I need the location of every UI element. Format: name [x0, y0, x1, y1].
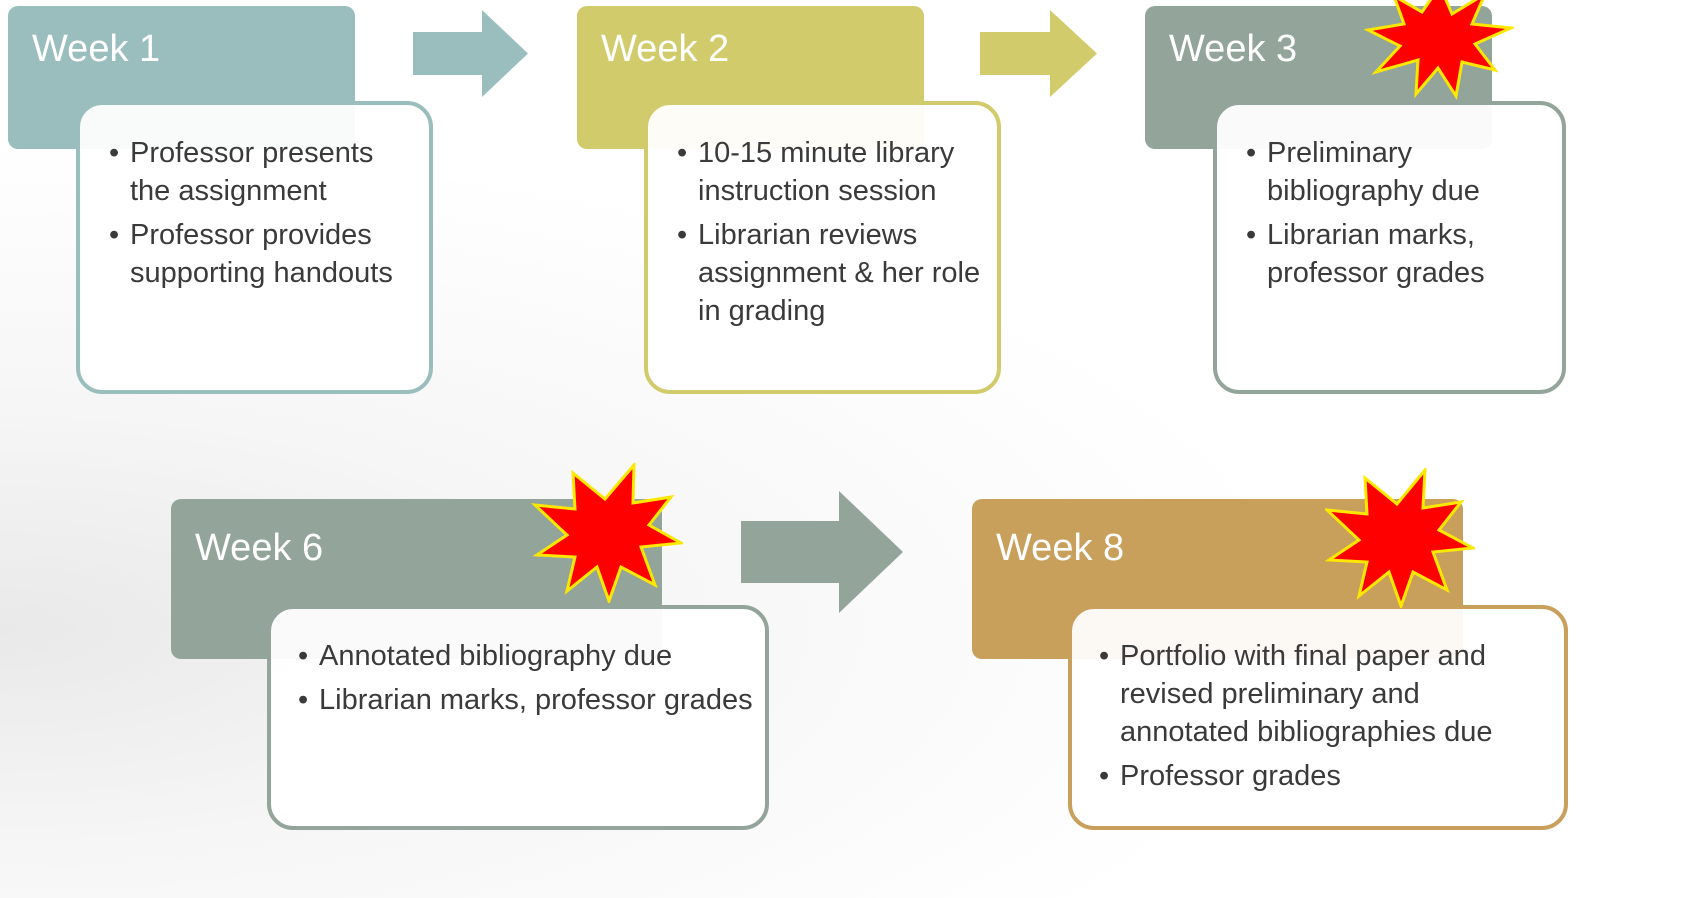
stage-title: Week 1 [32, 28, 161, 70]
list-item: •Librarian marks, professor grades [1246, 219, 1485, 289]
stage-week-1-details: •Professor presents the assignment •Prof… [76, 101, 433, 394]
starburst-icon [1364, 0, 1514, 100]
right-arrow-icon [980, 10, 1097, 97]
bullet-list: •Portfolio with final paper and revised … [1099, 637, 1556, 795]
bullet-list: •Professor presents the assignment •Prof… [109, 134, 415, 292]
right-arrow-icon [413, 10, 528, 97]
bullet-list: •Annotated bibliography due •Librarian m… [298, 637, 755, 719]
list-item: •Professor provides supporting handouts [109, 219, 393, 289]
stage-week-6-details: •Annotated bibliography due •Librarian m… [267, 605, 769, 830]
list-item: •Librarian reviews assignment & her role… [677, 219, 981, 327]
bullet-list: •Preliminary bibliography due •Librarian… [1246, 134, 1554, 292]
stage-title: Week 3 [1169, 28, 1298, 70]
right-arrow-icon [741, 491, 903, 613]
list-item: •Preliminary bibliography due [1246, 137, 1480, 207]
stage-week-8-details: •Portfolio with final paper and revised … [1068, 605, 1568, 830]
stage-week-3-details: •Preliminary bibliography due •Librarian… [1213, 101, 1566, 394]
stage-title: Week 8 [996, 527, 1125, 569]
stage-title: Week 6 [195, 527, 324, 569]
stage-week-2-details: •10-15 minute library instruction sessio… [644, 101, 1001, 394]
bullet-list: •10-15 minute library instruction sessio… [677, 134, 985, 330]
starburst-icon [531, 463, 683, 603]
list-item: •Professor grades [1099, 760, 1341, 792]
list-item: •Annotated bibliography due [298, 640, 673, 672]
starburst-icon [1325, 468, 1475, 608]
list-item: •Librarian marks, professor grades [298, 684, 753, 716]
list-item: •Professor presents the assignment [109, 137, 374, 207]
stage-title: Week 2 [601, 28, 730, 70]
list-item: •Portfolio with final paper and revised … [1099, 640, 1493, 748]
list-item: •10-15 minute library instruction sessio… [677, 137, 955, 207]
